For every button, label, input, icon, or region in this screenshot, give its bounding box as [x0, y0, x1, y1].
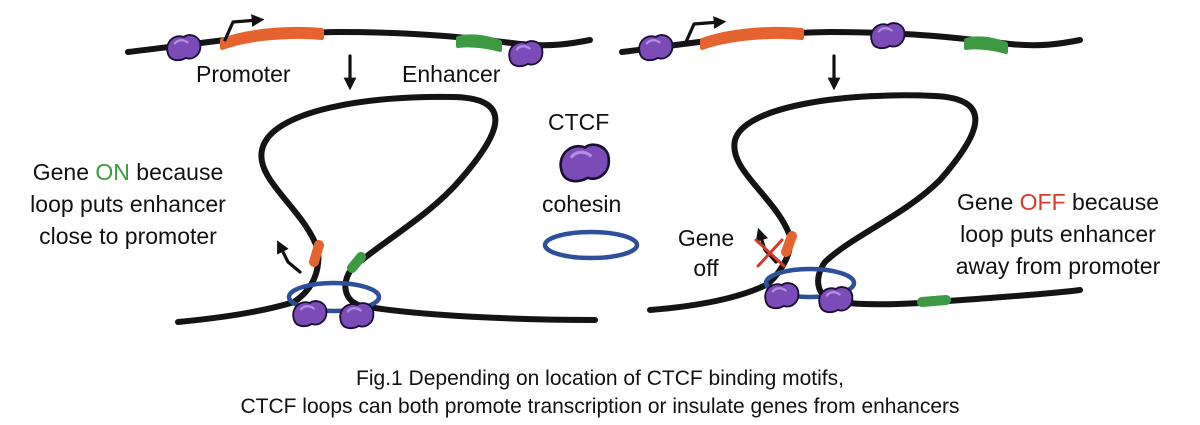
cohesin-ring-icon — [286, 280, 382, 314]
svg-text:Gene ON because: Gene ON because — [33, 159, 224, 185]
transcription-start-arrow-icon — [223, 14, 265, 42]
promoter-label: Promoter — [196, 61, 291, 87]
ctcf-protein-icon — [817, 285, 854, 314]
blocked-transcription-icon — [754, 227, 786, 268]
cohesin-ring-icon — [763, 266, 857, 300]
figure-caption-line2: CTCF loops can both promote transcriptio… — [240, 395, 959, 418]
ctcf-protein-icon — [637, 33, 674, 62]
svg-text:loop puts enhancer: loop puts enhancer — [960, 221, 1156, 247]
cohesin-legend-label: cohesin — [542, 191, 621, 217]
right-promoter-segment — [700, 26, 804, 50]
cohesin-ring-icon — [542, 229, 640, 261]
svg-text:Gene OFF because: Gene OFF because — [957, 189, 1159, 215]
ctcf-protein-icon — [165, 33, 202, 62]
right-loop-promoter-segment — [781, 231, 797, 257]
right-linear-dna — [619, 16, 1083, 62]
figure-caption-line1: Fig.1 Depending on location of CTCF bind… — [356, 367, 844, 390]
right-enhancer-segment — [964, 36, 1008, 54]
ctcf-protein-icon — [338, 301, 375, 330]
ctcf-protein-icon — [763, 281, 800, 310]
svg-text:away from promoter: away from promoter — [956, 253, 1161, 279]
transcription-start-arrow-icon — [684, 16, 727, 44]
left-promoter-segment — [220, 26, 324, 50]
gene-off-label-2: off — [693, 255, 719, 281]
ctcf-protein-icon — [869, 21, 906, 50]
svg-text:close to promoter: close to promoter — [39, 223, 217, 249]
left-looped-dna — [175, 93, 598, 330]
right-note: Gene OFF because loop puts enhancer away… — [956, 189, 1161, 279]
gene-off-highlight: OFF — [1020, 189, 1066, 215]
ctcf-protein-icon — [507, 39, 544, 68]
right-looped-dna — [647, 92, 1083, 314]
ctcf-protein-icon — [291, 299, 328, 328]
left-enhancer-segment — [456, 34, 502, 52]
right-loop-enhancer-segment — [917, 295, 951, 307]
gene-off-label: Gene — [678, 225, 734, 251]
left-note: Gene ON because loop puts enhancer close… — [30, 159, 226, 249]
left-loop-enhancer-segment — [347, 252, 366, 273]
ctcf-protein-icon — [558, 142, 611, 183]
gene-on-highlight: ON — [95, 159, 130, 185]
ctcf-legend-label: CTCF — [548, 109, 609, 135]
left-linear-dna — [125, 14, 593, 68]
enhancer-label: Enhancer — [402, 61, 501, 87]
left-loop-promoter-segment — [309, 240, 324, 267]
svg-text:loop puts enhancer: loop puts enhancer — [30, 191, 226, 217]
transcription-start-arrow-icon — [277, 240, 302, 274]
